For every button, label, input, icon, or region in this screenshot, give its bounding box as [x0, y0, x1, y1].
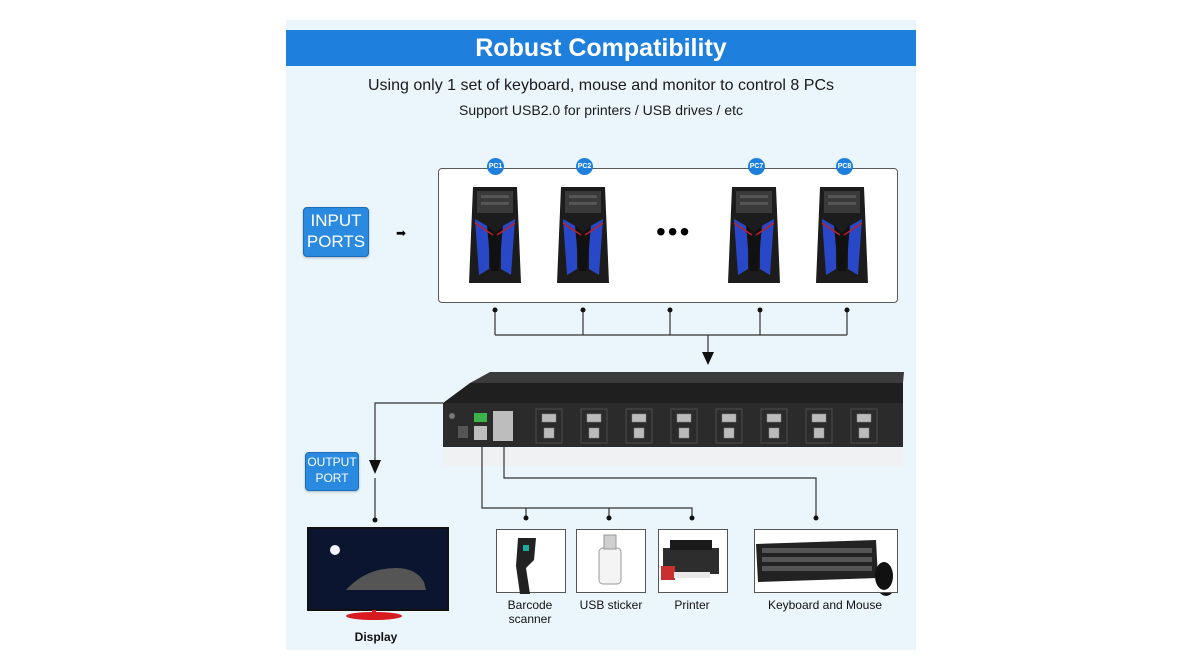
subtitle-main: Using only 1 set of keyboard, mouse and …	[367, 77, 834, 94]
pc-tag-7: PC7	[748, 158, 765, 175]
input-ports-line1: INPUT	[310, 211, 362, 230]
keyboard-mouse-caption: Keyboard and Mouse	[767, 598, 883, 612]
pc-tag-1: PC1	[487, 158, 504, 175]
input-ports-line2: PORTS	[306, 232, 366, 251]
pc-tower-icon	[557, 187, 609, 283]
pc-tower-icon	[469, 187, 521, 283]
pc-tag-8: PC8	[836, 158, 853, 175]
display-caption: Display	[354, 630, 398, 644]
pc-tag-2: PC2	[576, 158, 593, 175]
kvm-top	[470, 372, 904, 383]
ellipsis: •••	[656, 216, 692, 247]
arrow-right-icon: ➡	[396, 226, 407, 240]
banner-title: Robust Compatibility	[286, 30, 916, 66]
device-icons-layer	[516, 534, 893, 594]
printer-caption: Printer	[674, 598, 710, 612]
kvm-front	[443, 403, 903, 447]
usb-caption: USB sticker	[579, 598, 643, 612]
input-ports-label: INPUT PORTS	[303, 207, 369, 257]
monitor-icon	[307, 527, 449, 611]
compatibility-panel: Robust Compatibility Using only 1 set of…	[286, 20, 916, 650]
barcode-scanner-icon	[516, 538, 536, 594]
subtitle-usb: Support USB2.0 for printers / USB drives…	[458, 102, 743, 118]
output-port-line2: PORT	[315, 471, 349, 485]
output-port-line1: OUTPUT	[307, 455, 357, 469]
pc-tower-icon	[816, 187, 868, 283]
barcode-caption: Barcode scanner	[507, 598, 553, 626]
usb-stick-icon	[598, 547, 622, 585]
pc-tower-icon	[728, 187, 780, 283]
output-port-label: OUTPUT PORT	[305, 452, 359, 491]
mouse-icon	[875, 562, 893, 590]
